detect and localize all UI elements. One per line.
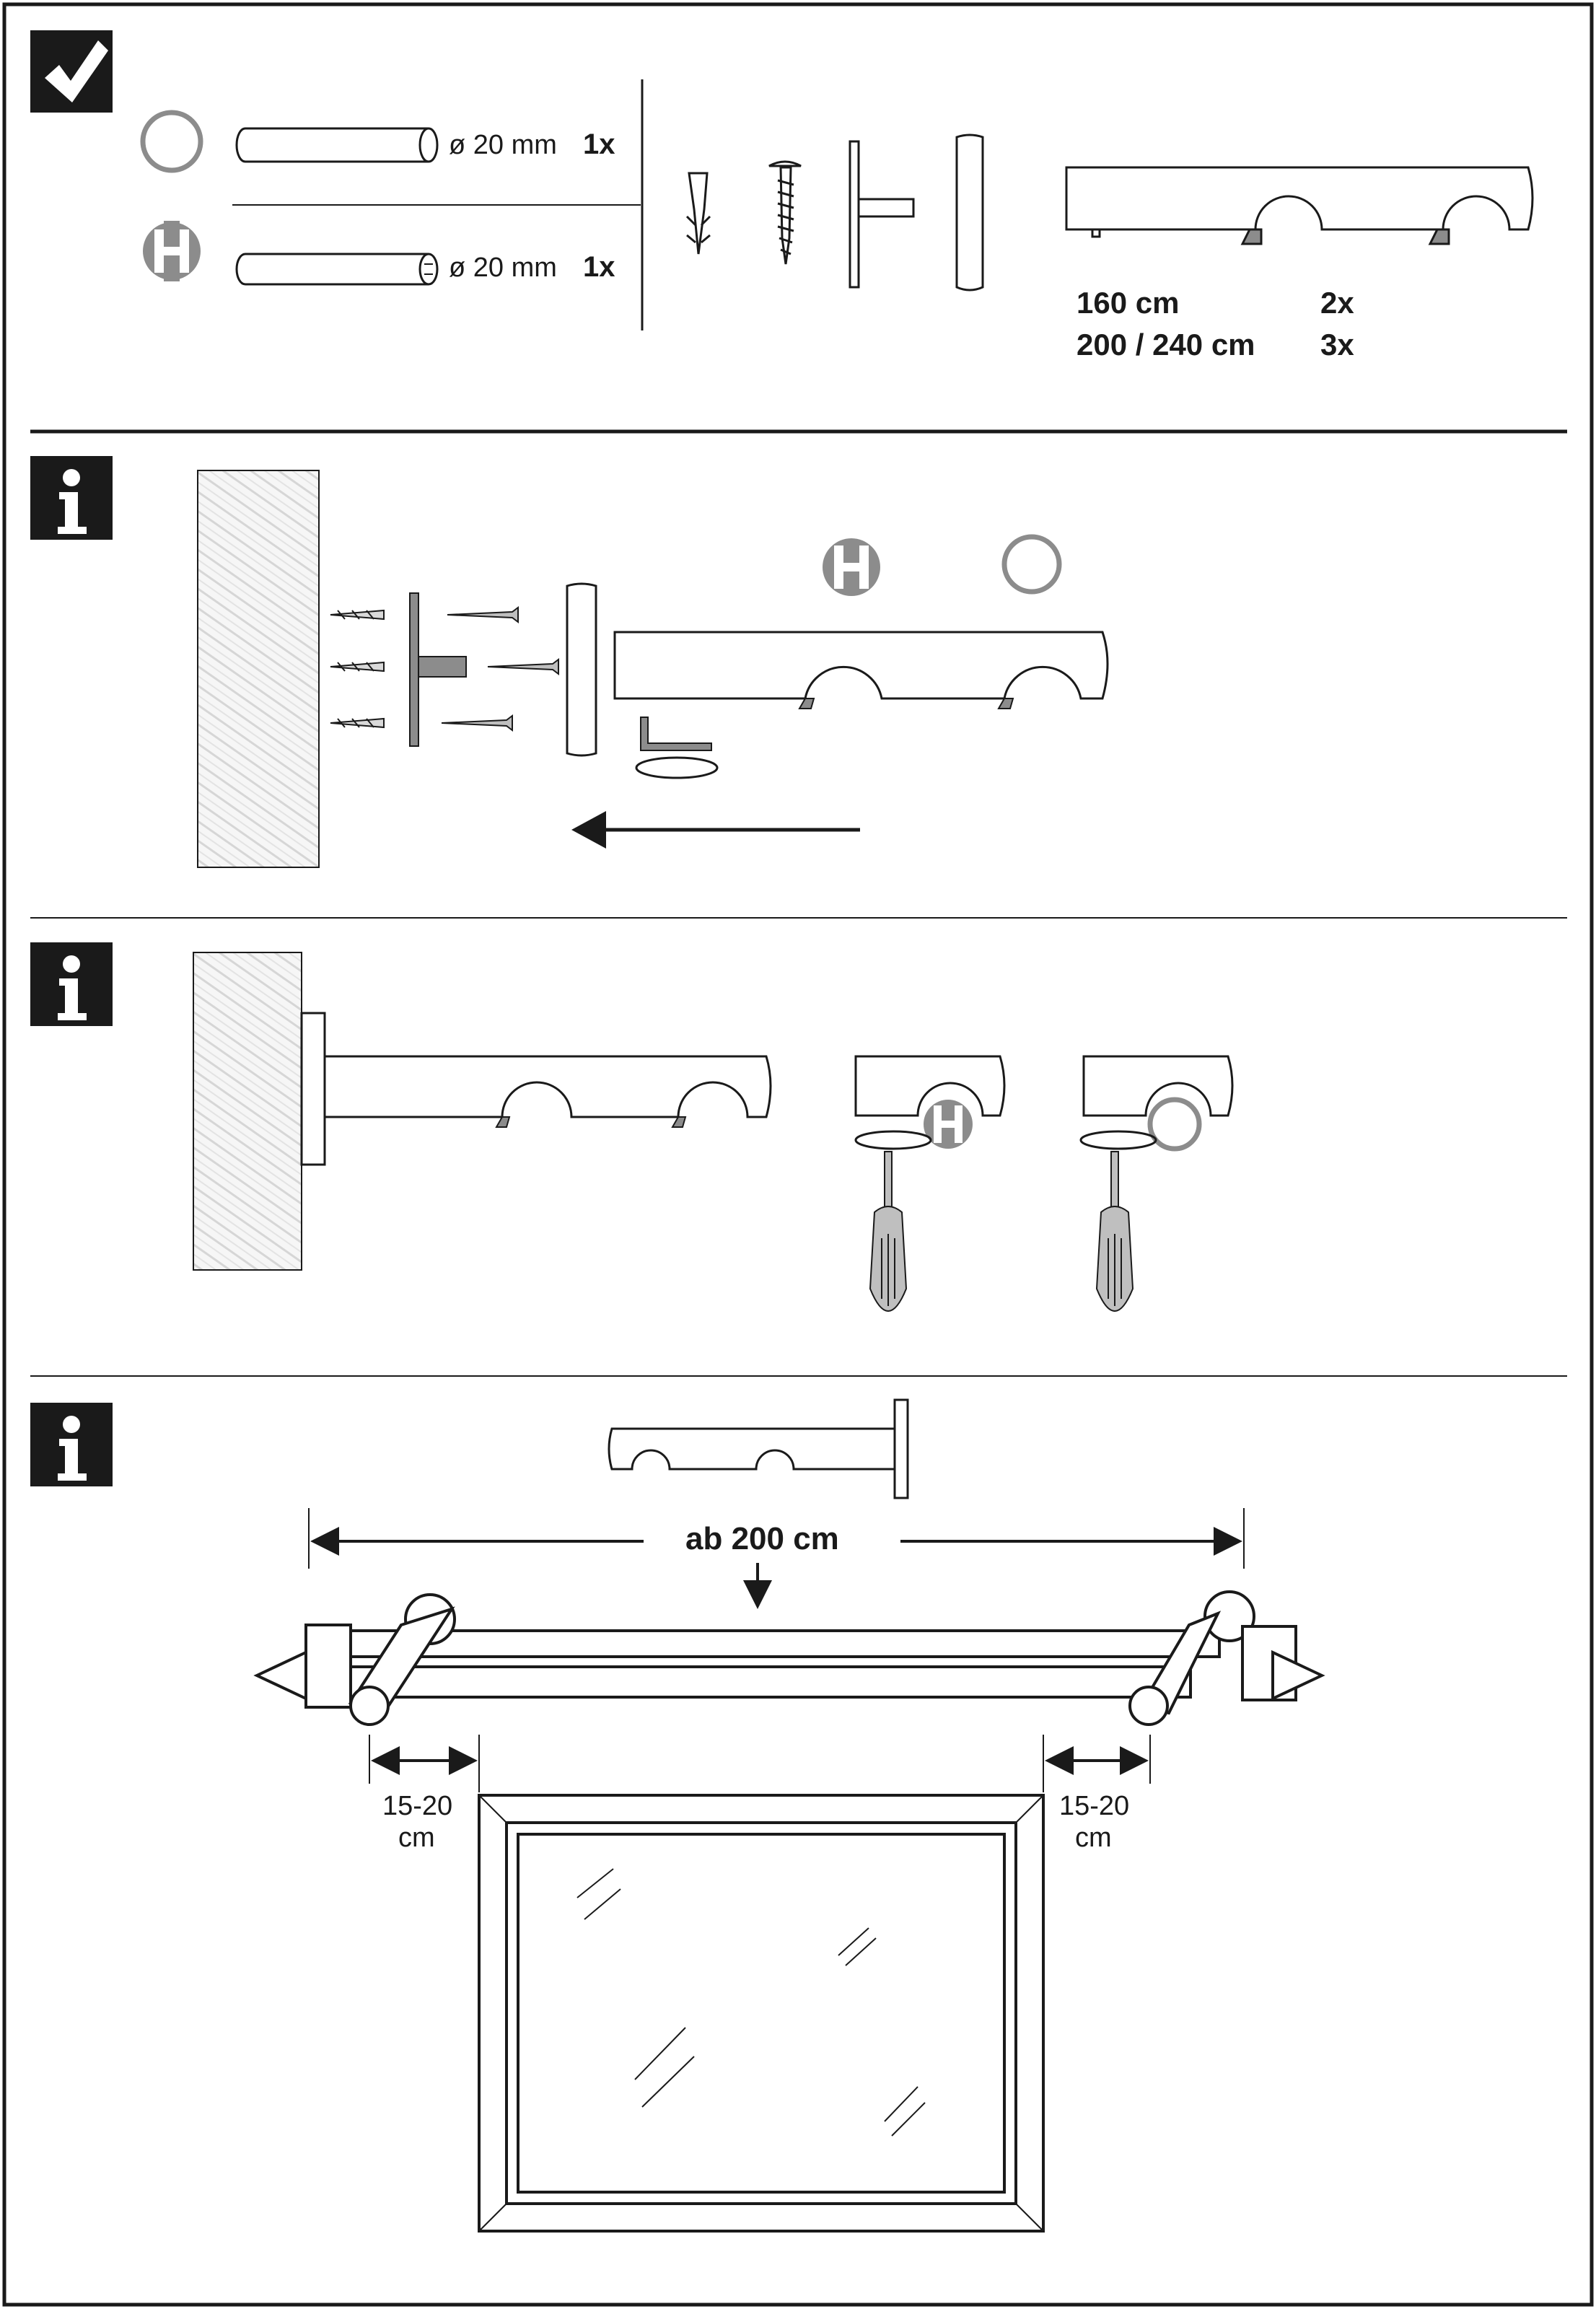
- allen-key-icon: [640, 717, 712, 751]
- screwdriver-icon: [869, 1151, 908, 1312]
- bracket-qty-2: 3x: [1320, 328, 1354, 362]
- insert-rods-section: [30, 942, 1234, 1312]
- bracket-detail: [1082, 1055, 1234, 1117]
- info-icon: [30, 942, 113, 1026]
- wall-block: [193, 952, 302, 1271]
- bracket-detail: [854, 1055, 1006, 1117]
- screw-icon: [768, 160, 802, 265]
- overhang-right-value: 15-20: [1059, 1791, 1130, 1821]
- bracket-length-2: 200 / 240 cm: [1077, 328, 1255, 362]
- wall-plugs: [330, 609, 385, 729]
- rotate-arrow-icon: [1079, 1130, 1157, 1150]
- overhang-left-value: 15-20: [382, 1791, 453, 1821]
- info-icon: [30, 456, 113, 540]
- arrow-head-icon: [571, 811, 606, 849]
- wall-plug-icon: [685, 172, 711, 255]
- bracket-length-1: 160 cm: [1077, 286, 1180, 320]
- rod-round-quantity: 1x: [583, 128, 615, 160]
- positioning-section: [30, 1398, 1325, 2233]
- round-profile-icon: [140, 110, 203, 173]
- rod-h-diameter: ø 20 mm: [449, 253, 557, 283]
- bracket-qty-1: 2x: [1320, 286, 1354, 320]
- wall-block: [197, 470, 320, 868]
- wall-mounting-section: [30, 456, 1109, 868]
- screwdriver-icon: [1095, 1151, 1134, 1312]
- rotate-arrow-icon: [854, 1130, 932, 1150]
- rotate-arrow-icon: [635, 756, 719, 779]
- wall-bracket-icon: [849, 140, 915, 289]
- overhang-right-unit: cm: [1075, 1823, 1112, 1853]
- checkmark-icon: [30, 30, 113, 113]
- rod-h-quantity: 1x: [583, 251, 615, 283]
- info-icon: [30, 1403, 113, 1486]
- overhang-left-unit: cm: [398, 1823, 435, 1853]
- double-curtain-rod: [253, 1590, 1325, 1726]
- rosette-cover: [300, 1012, 326, 1166]
- rod-h-profile: [235, 253, 439, 286]
- round-profile-icon: [1001, 534, 1062, 595]
- h-profile-icon: [924, 1100, 973, 1149]
- parts-list-section: [30, 30, 1534, 330]
- rod-round: [235, 127, 439, 163]
- h-profile-icon: [143, 221, 201, 281]
- h-profile-icon: [823, 538, 880, 596]
- wall-bracket-plate: [409, 592, 467, 747]
- mounting-screws: [441, 606, 559, 732]
- rosette-cover-icon: [955, 133, 984, 292]
- rod-round-diameter: ø 20 mm: [449, 130, 557, 160]
- window-frame: [478, 1794, 1045, 2233]
- double-bracket-arm-icon: [1065, 166, 1534, 245]
- double-bracket-arm: [323, 1055, 772, 1118]
- rosette-cover: [566, 582, 597, 757]
- center-dimension-label: ab 200 cm: [685, 1521, 839, 1556]
- double-bracket-arm: [613, 631, 1109, 700]
- round-profile-icon: [1147, 1097, 1202, 1152]
- bracket-reference: [608, 1427, 896, 1471]
